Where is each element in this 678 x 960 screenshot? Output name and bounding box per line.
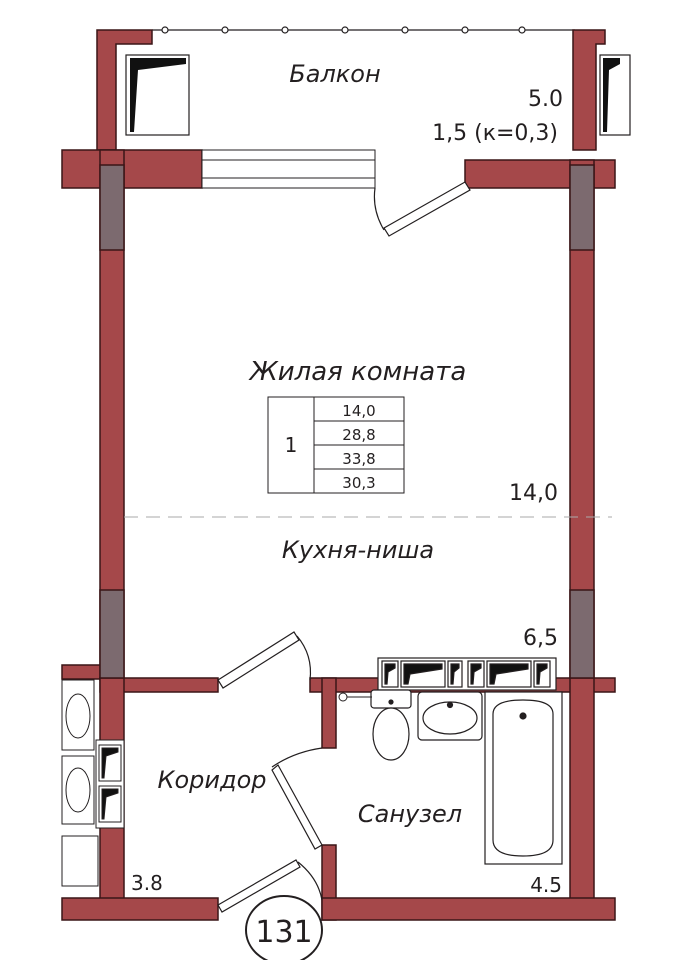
bathroom-sink	[417, 691, 483, 741]
living-room-name: Жилая комната	[248, 357, 467, 387]
balcony-name: Балкон	[289, 60, 380, 88]
bathroom-door	[271, 747, 323, 850]
corridor-area: 3.8	[131, 871, 163, 895]
kitchen-area: 6,5	[523, 626, 558, 651]
apartment-number-badge: 131	[245, 895, 323, 960]
toilet	[370, 689, 412, 761]
bathtub	[484, 691, 563, 865]
summary-table	[267, 396, 405, 494]
balcony-reduced-area: 1,5 (к=0,3)	[432, 121, 558, 146]
kitchen-appliances	[377, 657, 557, 691]
summary-living-area: 14,0	[342, 402, 375, 420]
summary-total-area: 28,8	[342, 426, 375, 444]
balcony-area: 5.0	[528, 87, 563, 112]
balcony-window-left	[125, 54, 190, 136]
kitchen-name: Кухня-ниша	[282, 536, 434, 564]
corridor-name: Коридор	[157, 766, 266, 794]
corridor-door	[217, 631, 312, 689]
balcony-railing	[152, 26, 575, 34]
summary-total-with-balcony: 33,8	[342, 450, 375, 468]
bathroom-area: 4.5	[530, 873, 562, 897]
utility-meter	[338, 692, 372, 702]
balcony-door	[373, 181, 471, 237]
summary-rooms-count: 1	[285, 433, 298, 457]
summary-reduced-area: 30,3	[342, 474, 375, 492]
neighbor-fixtures	[61, 679, 125, 887]
bathroom-name: Санузел	[358, 800, 462, 828]
balcony-window-right	[599, 54, 631, 136]
apartment-number: 131	[255, 915, 312, 950]
entrance-door	[217, 859, 323, 913]
living-room-area: 14,0	[509, 481, 558, 506]
balcony-door-frame	[201, 149, 376, 189]
columns	[99, 164, 595, 679]
